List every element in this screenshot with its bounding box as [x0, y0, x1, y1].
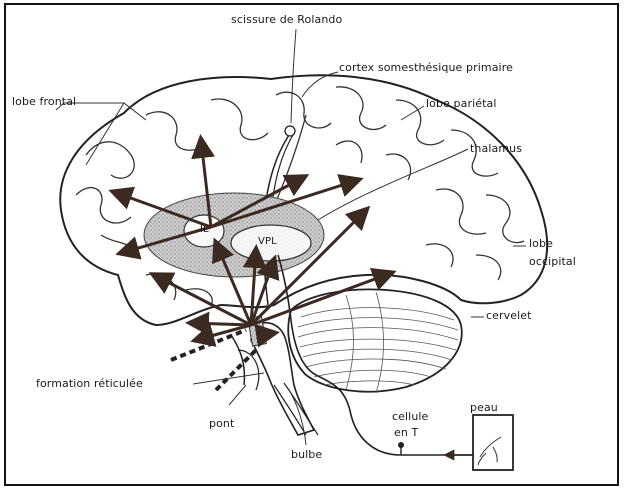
label-cellule-1: cellule: [392, 410, 428, 423]
cerebellum: [288, 289, 461, 391]
label-cervelet: cervelet: [486, 309, 532, 322]
label-pont: pont: [209, 417, 234, 430]
label-occipital-2: occipital: [529, 255, 576, 268]
label-occipital-1: lobe: [529, 237, 553, 250]
label-formation: formation réticulée: [36, 377, 143, 390]
label-rolando: scissure de Rolando: [231, 13, 342, 26]
brain-diagram: [6, 5, 619, 486]
label-vpl: VPL: [258, 236, 277, 247]
label-il: IL: [200, 224, 209, 235]
label-cellule-2: en T: [394, 426, 418, 439]
label-thalamus: thalamus: [470, 142, 522, 155]
diagram-frame: scissure de Rolando cortex somesthésique…: [4, 3, 619, 486]
label-parietal: lobe pariétal: [426, 97, 497, 110]
label-bulbe: bulbe: [291, 448, 322, 461]
sulci: [76, 87, 524, 305]
label-peau: peau: [470, 401, 498, 414]
label-cortex: cortex somesthésique primaire: [339, 61, 513, 74]
label-frontal: lobe frontal: [12, 95, 76, 108]
